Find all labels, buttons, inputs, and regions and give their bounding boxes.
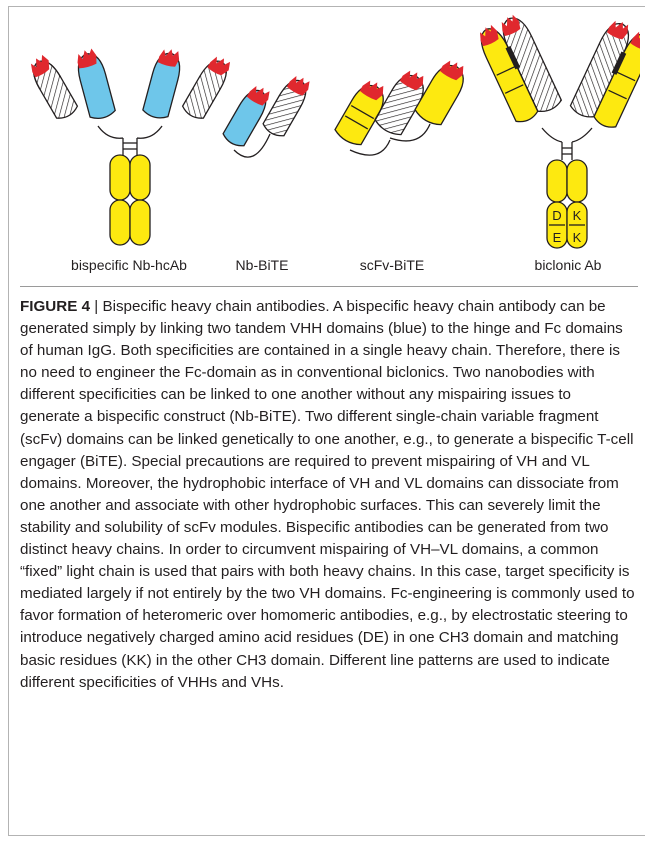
vhh-right-inner xyxy=(142,46,185,120)
fc-ch3-left xyxy=(110,200,130,245)
scfv-bite-diagram xyxy=(333,56,472,155)
ch3-letter-k1: K xyxy=(573,208,582,223)
fc-ch3-right xyxy=(130,200,150,245)
figure-caption: FIGURE 4 | Bispecific heavy chain antibo… xyxy=(20,296,635,694)
label-nb-hcab: bispecific Nb-hcAb xyxy=(71,257,187,273)
vhh-left-inner xyxy=(73,47,116,121)
figure-number: FIGURE 4 xyxy=(20,298,90,315)
label-scfv-bite: scFv-BiTE xyxy=(360,257,425,273)
ch3-letter-e: E xyxy=(553,230,562,245)
label-nb-bite: Nb-BiTE xyxy=(236,257,289,273)
fc-ch2-right xyxy=(130,155,150,200)
ch3-letter-d: D xyxy=(552,208,561,223)
label-biclonic-ab: biclonic Ab xyxy=(535,257,602,273)
antibody-illustration: D E K K xyxy=(20,10,640,280)
caption-text: Bispecific heavy chain antibodies. A bis… xyxy=(20,298,635,691)
ch3-letter-k2: K xyxy=(573,230,582,245)
vhh-right-outer xyxy=(181,52,235,121)
nb-hcab-diagram xyxy=(26,46,235,245)
fc-ch2-left xyxy=(110,155,130,200)
caption-separator: | xyxy=(90,298,102,315)
figure-divider xyxy=(20,286,638,287)
nb-bite-diagram xyxy=(221,72,314,157)
